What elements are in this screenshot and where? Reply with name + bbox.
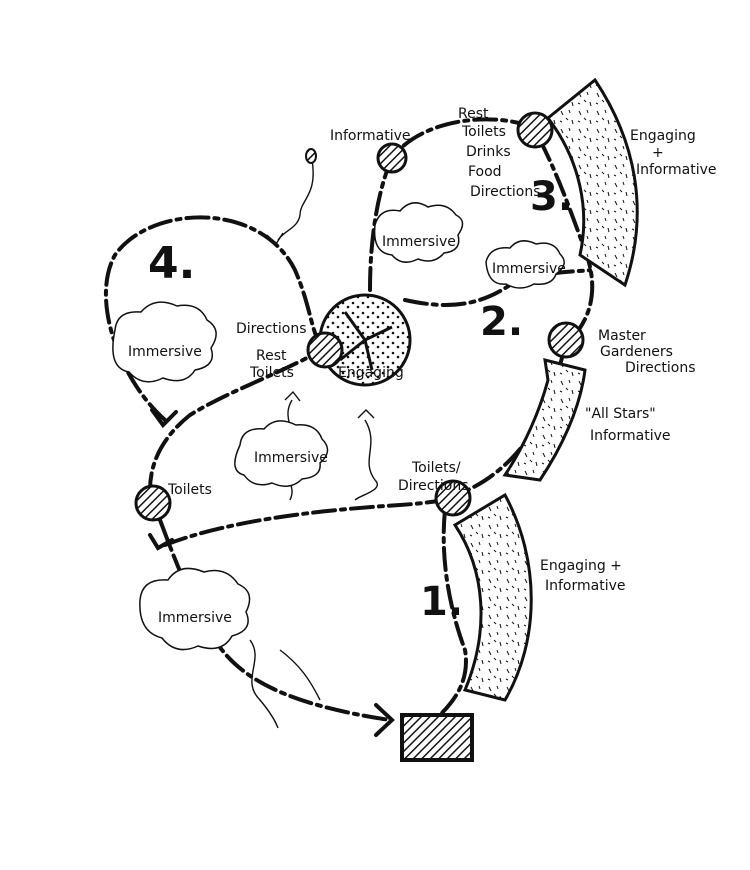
label-toilets-dir-1: Toilets/ — [411, 460, 461, 476]
route-number-2: 2. — [480, 299, 523, 345]
route-number-4: 4. — [148, 238, 195, 289]
label-informative-bottom: Informative — [545, 578, 626, 594]
hub-hand-a — [343, 311, 367, 341]
bottom-leader-a — [249, 639, 279, 729]
informative-leader — [277, 159, 314, 241]
label-directions-left: Directions — [236, 321, 307, 337]
route-right-descent — [453, 343, 567, 497]
label-toilets: Toilets — [461, 124, 506, 140]
cloud-bottom — [139, 567, 251, 651]
engaging-zone-bottom — [452, 492, 533, 702]
node-rest-stop — [516, 111, 554, 149]
label-rest-small: Rest — [256, 348, 287, 364]
label-immersive-mid-right: Immersive — [492, 261, 566, 277]
cloud-left — [112, 301, 217, 383]
hub-hand-c — [363, 339, 374, 371]
label-master: Master — [598, 328, 646, 344]
label-gardeners: Gardeners — [600, 344, 673, 360]
labels: Informative Rest Toilets Drinks Food Dir… — [128, 106, 717, 626]
engaging-leader — [354, 419, 378, 501]
label-food: Food — [468, 164, 502, 180]
all-stars-zone — [502, 357, 587, 482]
arrow-engaging — [357, 409, 375, 419]
entrance-block — [400, 713, 474, 762]
node-informative — [376, 142, 408, 174]
label-toilets-left: Toilets — [167, 482, 212, 498]
hub-hand-d — [339, 338, 366, 362]
label-toilets-small: Toilets — [249, 365, 294, 381]
cloud-top — [373, 202, 464, 263]
route-nodes — [134, 111, 585, 522]
label-all-stars: "All Stars" — [585, 406, 656, 422]
informative-marker-icon — [305, 148, 317, 164]
arrow-entrance — [374, 703, 395, 737]
route-lower-horizontal — [163, 495, 457, 547]
label-immersive-bottom: Immersive — [158, 610, 232, 626]
node-toilets-directions — [434, 479, 472, 517]
node-rest-toilets — [306, 331, 344, 369]
route-arrowheads — [148, 232, 395, 737]
engaging-zone-top — [545, 77, 639, 288]
label-informative-top: Informative — [330, 128, 411, 144]
label-immersive-top: Immersive — [382, 234, 456, 250]
label-immersive-left: Immersive — [128, 344, 202, 360]
label-directions-rest: Directions — [470, 184, 541, 200]
label-plus-top: + — [652, 145, 664, 161]
node-toilets — [134, 484, 172, 522]
route-center-west — [148, 343, 332, 492]
arrow-toilets — [148, 533, 174, 551]
cloud-center — [234, 420, 329, 487]
route-1 — [438, 508, 468, 717]
bottom-leader-b — [279, 649, 321, 701]
label-engaging-bottom: Engaging + — [540, 558, 622, 574]
label-toilets-dir-2: Directions — [398, 478, 469, 494]
arrow-loop-4 — [150, 408, 178, 429]
cloud-mid-right — [485, 240, 565, 289]
label-drinks: Drinks — [466, 144, 511, 160]
route-number-3: 3. — [530, 174, 573, 220]
arrow-rest — [284, 390, 301, 402]
immersive-clouds — [112, 202, 565, 651]
label-engaging-top: Engaging — [630, 128, 696, 144]
node-master-gardeners — [547, 321, 585, 359]
label-directions-master: Directions — [625, 360, 696, 376]
label-engaging-center: Engaging — [338, 365, 404, 381]
label-immersive-center: Immersive — [254, 450, 328, 466]
label-informative-right: Informative — [636, 162, 717, 178]
hub-hand-b — [364, 325, 393, 342]
label-rest: Rest — [458, 106, 489, 122]
route-number-1: 1. — [420, 579, 463, 625]
label-informative-allstars: Informative — [590, 428, 671, 444]
